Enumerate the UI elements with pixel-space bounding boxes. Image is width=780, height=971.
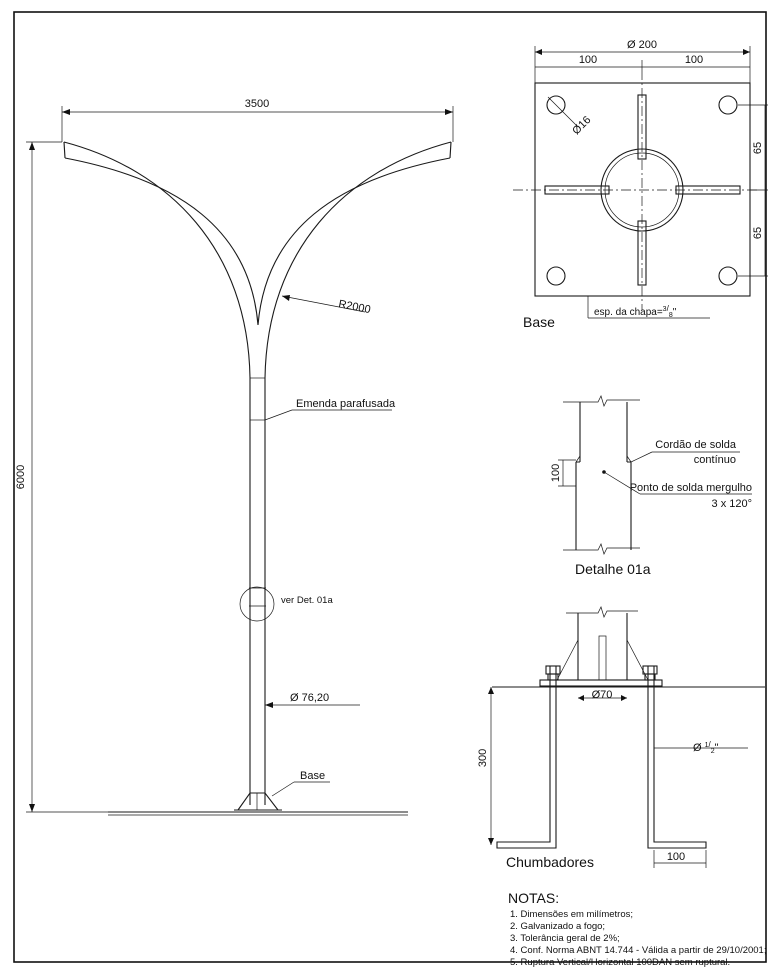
anchor-hole xyxy=(718,95,738,115)
anchor-hole xyxy=(546,266,566,286)
base-plate-outline xyxy=(534,82,751,297)
arrowhead xyxy=(488,687,494,694)
hole-diameter: Ø16 xyxy=(570,114,593,137)
right-arm-outer xyxy=(264,141,452,379)
arrowhead xyxy=(282,295,290,301)
plate-thickness: esp. da chapa=3/8" xyxy=(594,304,677,319)
radius-label: R2000 xyxy=(337,298,371,316)
left-arm-tip xyxy=(63,141,66,159)
break-line xyxy=(566,606,638,618)
weld-leader xyxy=(630,451,653,463)
half-width-left: 100 xyxy=(579,54,597,66)
arrowhead xyxy=(29,804,35,812)
arrowhead xyxy=(743,49,750,55)
arrowhead xyxy=(265,702,273,708)
pipe-outer xyxy=(600,148,684,232)
anchor-base-plate xyxy=(539,679,663,687)
center-rib xyxy=(598,635,607,681)
width-dimension-text: 3500 xyxy=(245,98,269,110)
overlap-length: 100 xyxy=(550,464,562,482)
detail-title: Detalhe 01a xyxy=(575,561,651,577)
plate-diameter: Ø 200 xyxy=(627,39,657,51)
anchor-hole xyxy=(546,95,566,115)
hole-spacing-bottom: 65 xyxy=(752,227,764,239)
rib-right xyxy=(675,185,741,195)
weld-label-continued: contínuo xyxy=(694,454,736,466)
arrowhead xyxy=(29,142,35,150)
base-plate-plan: Ø16 Ø 200 100 100 65 65 esp. da chapa=3/… xyxy=(513,39,768,330)
notes-title: NOTAS: xyxy=(508,890,559,906)
break-line-top xyxy=(563,395,640,407)
left-arm-outer xyxy=(63,141,251,379)
hole-spacing-top: 65 xyxy=(752,142,764,154)
hole-leader xyxy=(547,96,579,128)
arrowhead xyxy=(488,838,494,845)
base-title: Base xyxy=(523,314,555,330)
bolt-diameter: Ø 1/2" xyxy=(693,740,719,755)
anchor-bolt-right xyxy=(647,666,707,849)
anchor-bolt-left xyxy=(496,666,557,849)
arrowhead xyxy=(578,695,584,701)
height-dimension-text: 6000 xyxy=(15,465,27,489)
detail-01a: 100 Cordão de solda contínuo Ponto de so… xyxy=(550,395,752,577)
arrowhead xyxy=(621,695,627,701)
pole-base-gusset xyxy=(236,792,280,811)
weld-label: Cordão de solda xyxy=(655,439,737,451)
arrowhead xyxy=(445,109,453,115)
washer xyxy=(644,673,656,681)
note-item: 2. Galvanizado a fogo; xyxy=(510,921,605,932)
break-line-bottom xyxy=(563,543,640,555)
rib-bottom xyxy=(637,220,647,286)
base-reference: Base xyxy=(300,770,325,782)
plug-weld-spec: 3 x 120° xyxy=(712,498,752,510)
anchor-bolts-section: Ø70 Ø 1/2" 300 100 Chumbadores xyxy=(477,606,765,870)
base-leader xyxy=(271,781,295,797)
note-item: 5. Ruptura Vertical/Horizontal 100DAN se… xyxy=(510,957,730,968)
pipe-inner xyxy=(604,152,680,228)
anchors-title: Chumbadores xyxy=(506,854,594,870)
washer xyxy=(547,673,559,681)
shaft-diameter: Ø 76,20 xyxy=(290,692,329,704)
inner-diameter: Ø70 xyxy=(592,689,613,701)
plug-weld-label: Ponto de solda mergulho xyxy=(630,482,752,494)
notes-block: NOTAS: 1. Dimensões em milímetros; 2. Ga… xyxy=(508,890,766,968)
joint-leader xyxy=(264,409,293,421)
radius-leader xyxy=(281,295,366,313)
note-item: 4. Conf. Norma ABNT 14.744 - Válida a pa… xyxy=(510,945,766,956)
right-arm-inner xyxy=(257,157,451,326)
arrowhead xyxy=(535,49,542,55)
detail-reference: ver Det. 01a xyxy=(281,595,333,606)
embed-depth: 300 xyxy=(477,749,489,767)
rib-top xyxy=(637,94,647,160)
foot-length: 100 xyxy=(667,851,685,863)
sheet-border xyxy=(13,11,767,963)
half-width-right: 100 xyxy=(685,54,703,66)
note-item: 3. Tolerância geral de 2%; xyxy=(510,933,620,944)
plug-weld-leader xyxy=(603,471,641,495)
joint-label: Emenda parafusada xyxy=(296,398,396,410)
anchor-hole xyxy=(718,266,738,286)
right-arm-tip xyxy=(449,141,452,159)
pole-elevation: 3500 6000 R2000 Emenda parafusada ver De… xyxy=(15,98,454,816)
rib-left xyxy=(544,185,610,195)
left-arm-inner xyxy=(64,157,259,326)
detail-callout-circle xyxy=(239,586,275,622)
note-item: 1. Dimensões em milímetros; xyxy=(510,909,633,920)
gusset-lines xyxy=(556,639,649,681)
nut xyxy=(545,665,561,675)
weld-bead xyxy=(575,455,632,463)
nut xyxy=(642,665,658,675)
arrowhead xyxy=(62,109,70,115)
